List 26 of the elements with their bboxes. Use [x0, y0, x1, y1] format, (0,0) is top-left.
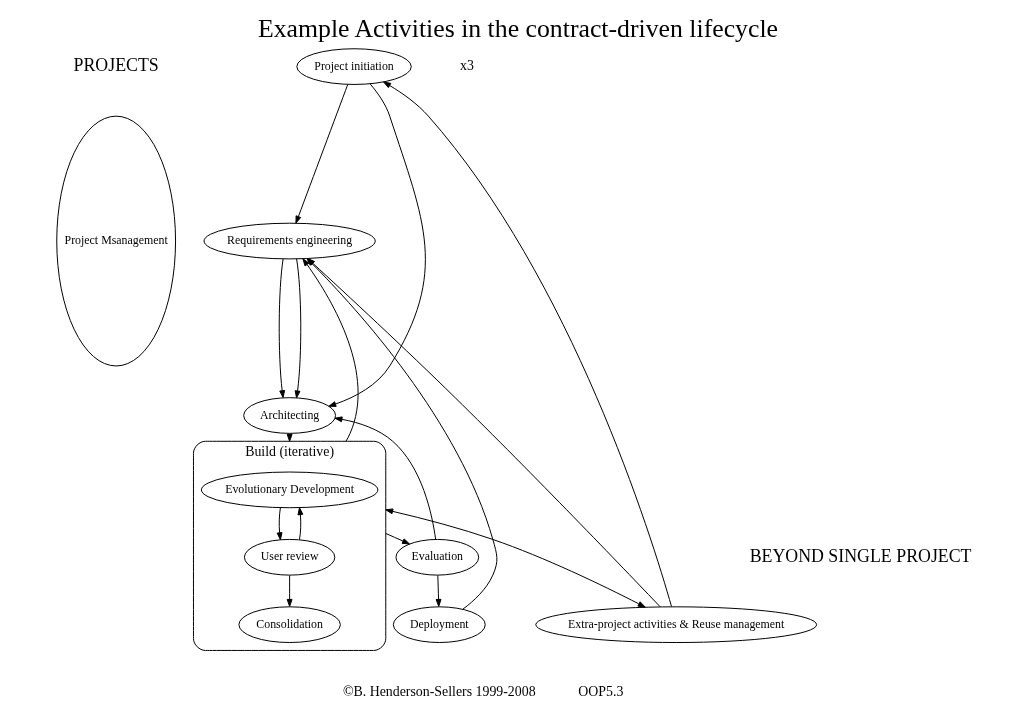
label: OOP5.3	[577, 683, 623, 699]
node-ellipse: Consolidation	[237, 606, 341, 643]
node-ellipse: Extra-project activities & Reuse management	[534, 606, 817, 643]
diagram-title: Example Activities in the contract-driven lifecycle	[257, 13, 778, 43]
node-ellipse: Project Msanagement	[55, 115, 176, 367]
arrow	[294, 258, 301, 399]
label: x3	[459, 58, 474, 74]
arrow	[278, 258, 285, 399]
node-ellipse: Evolutionary Development	[200, 471, 378, 509]
node-ellipse: User review	[243, 538, 335, 576]
arrow	[384, 508, 646, 608]
arrow	[334, 416, 436, 540]
arrow	[384, 532, 410, 545]
arrow	[435, 574, 441, 607]
arrow	[276, 507, 282, 541]
arrow	[327, 83, 426, 407]
arrow	[286, 574, 293, 607]
label: PROJECTS	[73, 54, 159, 75]
arrow	[294, 83, 348, 224]
node-ellipse: Project initiation	[295, 48, 412, 85]
label: BEYOND SINGLE PROJECT	[749, 545, 972, 566]
arrow	[382, 81, 672, 607]
arrow	[297, 507, 303, 541]
node-ellipse: Requirements engineering	[203, 222, 376, 260]
node-ellipse: Deployment	[392, 606, 486, 643]
label: ©B. Henderson-Sellers 1999-2008	[342, 683, 536, 699]
